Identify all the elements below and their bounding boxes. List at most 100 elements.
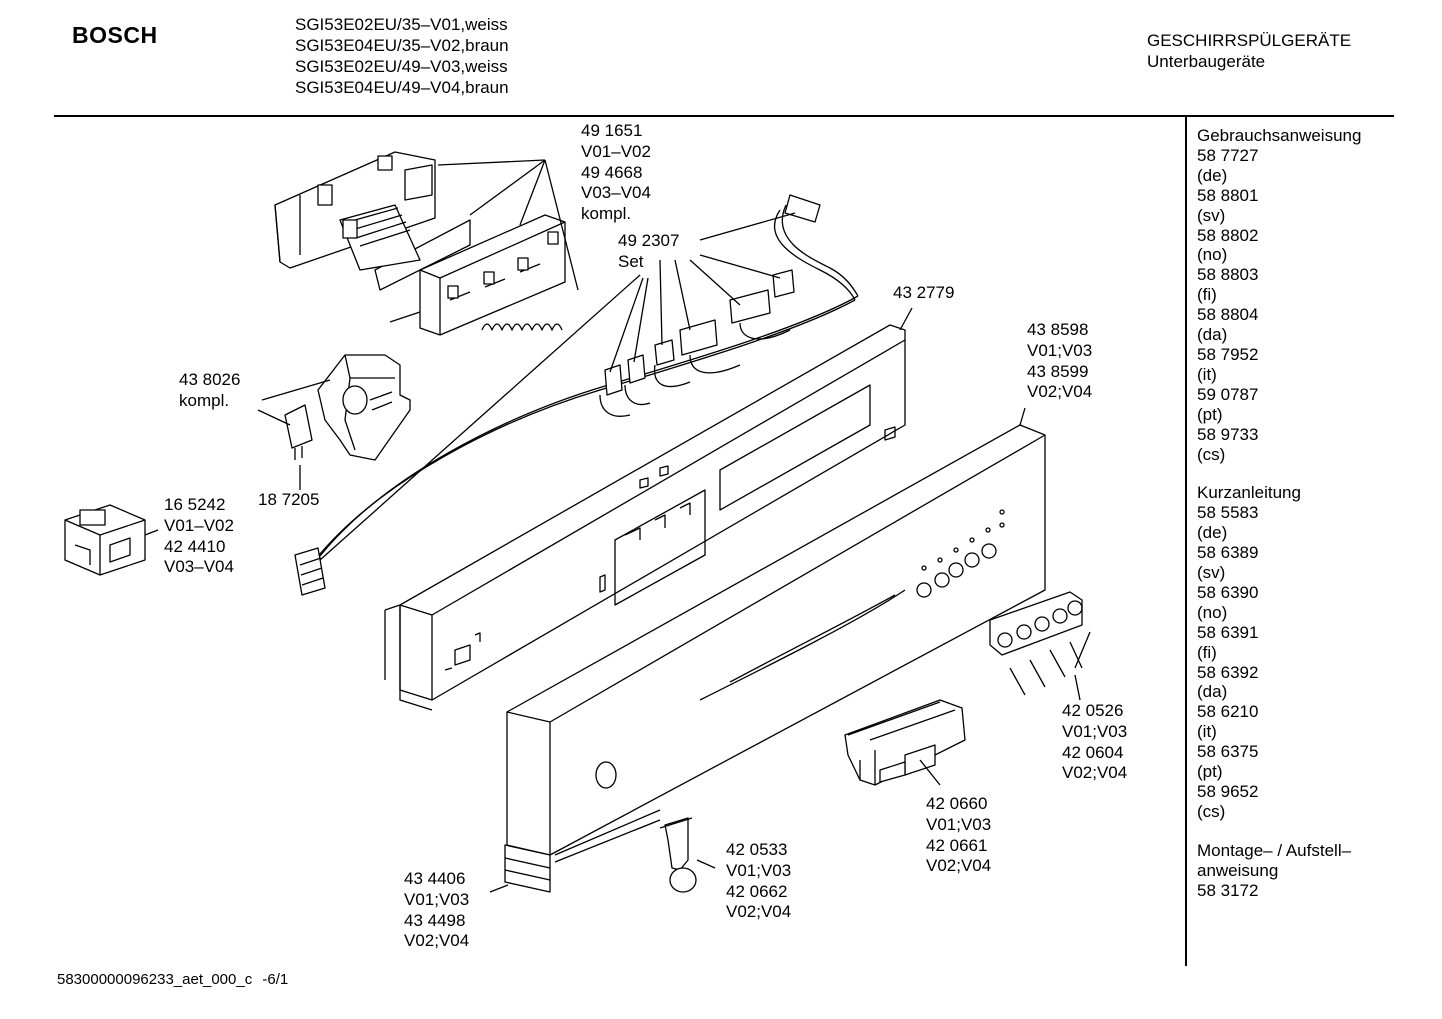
panel-frame-drawing [384,324,906,711]
doc-entry: (fi) [1197,285,1217,305]
sidebar-divider [1185,116,1187,966]
model-line: SGI53E02EU/49–V03,weiss [295,57,508,76]
doc-entry: 58 6389 [1197,543,1259,563]
leader-lines-438026 [257,379,331,426]
doc-entry: 58 8801 [1197,185,1259,205]
model-list: SGI53E02EU/35–V01,weiss SGI53E04EU/35–V0… [295,14,509,98]
part-label-line: 42 0526 [1062,701,1124,720]
leader-line-165242 [144,529,159,536]
doc-entry: 58 6392 [1197,662,1259,682]
leader-line-432779 [899,307,913,331]
page-number: -6/1 [262,971,289,988]
doc-entry: anweisung [1197,860,1279,880]
appliance-category: GESCHIRRSPÜLGERÄTE Unterbaugeräte [1147,30,1351,72]
doc-entry: 58 3172 [1197,880,1259,900]
leader-line-420526 [1074,674,1081,701]
part-label-line: V01;V03 [404,889,470,909]
lever-drawing [659,817,697,893]
doc-entry: 58 6391 [1197,622,1259,642]
doc-entry: 59 0787 [1197,384,1259,404]
part-label-line: V01–V02 [164,515,234,535]
leader-line-420660 [919,759,941,786]
doc-entry: (cs) [1197,801,1226,821]
part-label-line: 42 0533 [726,840,788,859]
part-label-line: Set [618,251,644,271]
doc-entry: 58 8804 [1197,305,1259,325]
button-block-drawing [989,591,1091,696]
leader-lines-491651 [437,159,579,291]
model-line: SGI53E02EU/35–V01,weiss [295,15,508,34]
part-label-line: kompl. [581,204,632,224]
doc-entry: (cs) [1197,444,1226,464]
model-line: SGI53E04EU/49–V04,braun [295,78,509,97]
doc-entry: 58 9652 [1197,782,1259,801]
part-label-line: 43 8599 [1027,361,1089,381]
doc-entry: 58 6375 [1197,742,1259,762]
doc-entry: (no) [1197,602,1228,622]
part-label-line: V01–V02 [581,141,651,161]
part-label-line: V02;V04 [926,856,992,876]
part-label-line: 42 0661 [926,835,988,855]
header-divider [54,115,1394,117]
leader-lines-492307 [319,212,796,561]
doc-entry: 58 8802 [1197,225,1259,245]
doc-entry: 58 6210 [1197,702,1259,722]
doc-entry: (fi) [1197,642,1217,662]
doc-group-title: Kurzanleitung [1197,483,1301,503]
part-label-line: 43 4498 [404,910,466,930]
doc-entry: 58 9733 [1197,424,1259,444]
part-label-line: V02;V04 [1062,763,1128,783]
doc-group-title: Montage– / Aufstell– [1197,840,1352,860]
doc-entry: (de) [1197,165,1228,185]
doc-entry: (de) [1197,523,1228,543]
doc-entry: (da) [1197,325,1228,345]
doc-entry: (pt) [1197,762,1223,782]
part-label-line: V01;V03 [1027,340,1093,360]
part-label-line: 43 8026 [179,370,241,389]
front-panel-drawing [504,424,1046,893]
doc-entry: (pt) [1197,404,1223,424]
doc-entry: (no) [1197,245,1228,265]
category-subtitle: Unterbaugeräte [1147,52,1266,71]
doc-entry: 58 6390 [1197,582,1259,602]
switch-housing-drawing [844,699,966,786]
part-label-line: 42 4410 [164,536,226,556]
part-label-line: 18 7205 [258,490,320,509]
doc-group-title: Gebrauchsanweisung [1197,126,1362,145]
part-label-line: V01;V03 [926,814,992,834]
leader-line-438598 [1019,407,1026,426]
part-label-line: V03–V04 [581,183,651,203]
part-label-line: V02;V04 [1027,382,1093,402]
part-label-line: V03–V04 [164,557,234,577]
wiring-harness-drawing [294,194,859,596]
doc-entry: (it) [1197,722,1217,742]
document-code: 58300000096233_aet_000_c -6/1 [57,971,288,988]
sensor-unit-drawing [284,354,411,461]
part-label-187205: 18 7205 [258,490,319,511]
doc-entry: (sv) [1197,205,1226,225]
part-label-line: V01;V03 [726,860,792,880]
control-module-drawing [274,151,566,336]
doc-entry: 58 7952 [1197,344,1259,364]
part-label-432779: 43 2779 [893,283,954,304]
part-label-line: 49 4668 [581,162,643,182]
doc-entry: 58 8803 [1197,265,1259,285]
part-label-line: 49 2307 [618,231,680,250]
model-line: SGI53E04EU/35–V02,braun [295,36,509,55]
part-label-line: 16 5242 [164,495,226,514]
relay-drawing [64,504,146,576]
document-id: 58300000096233_aet_000_c [57,971,253,988]
